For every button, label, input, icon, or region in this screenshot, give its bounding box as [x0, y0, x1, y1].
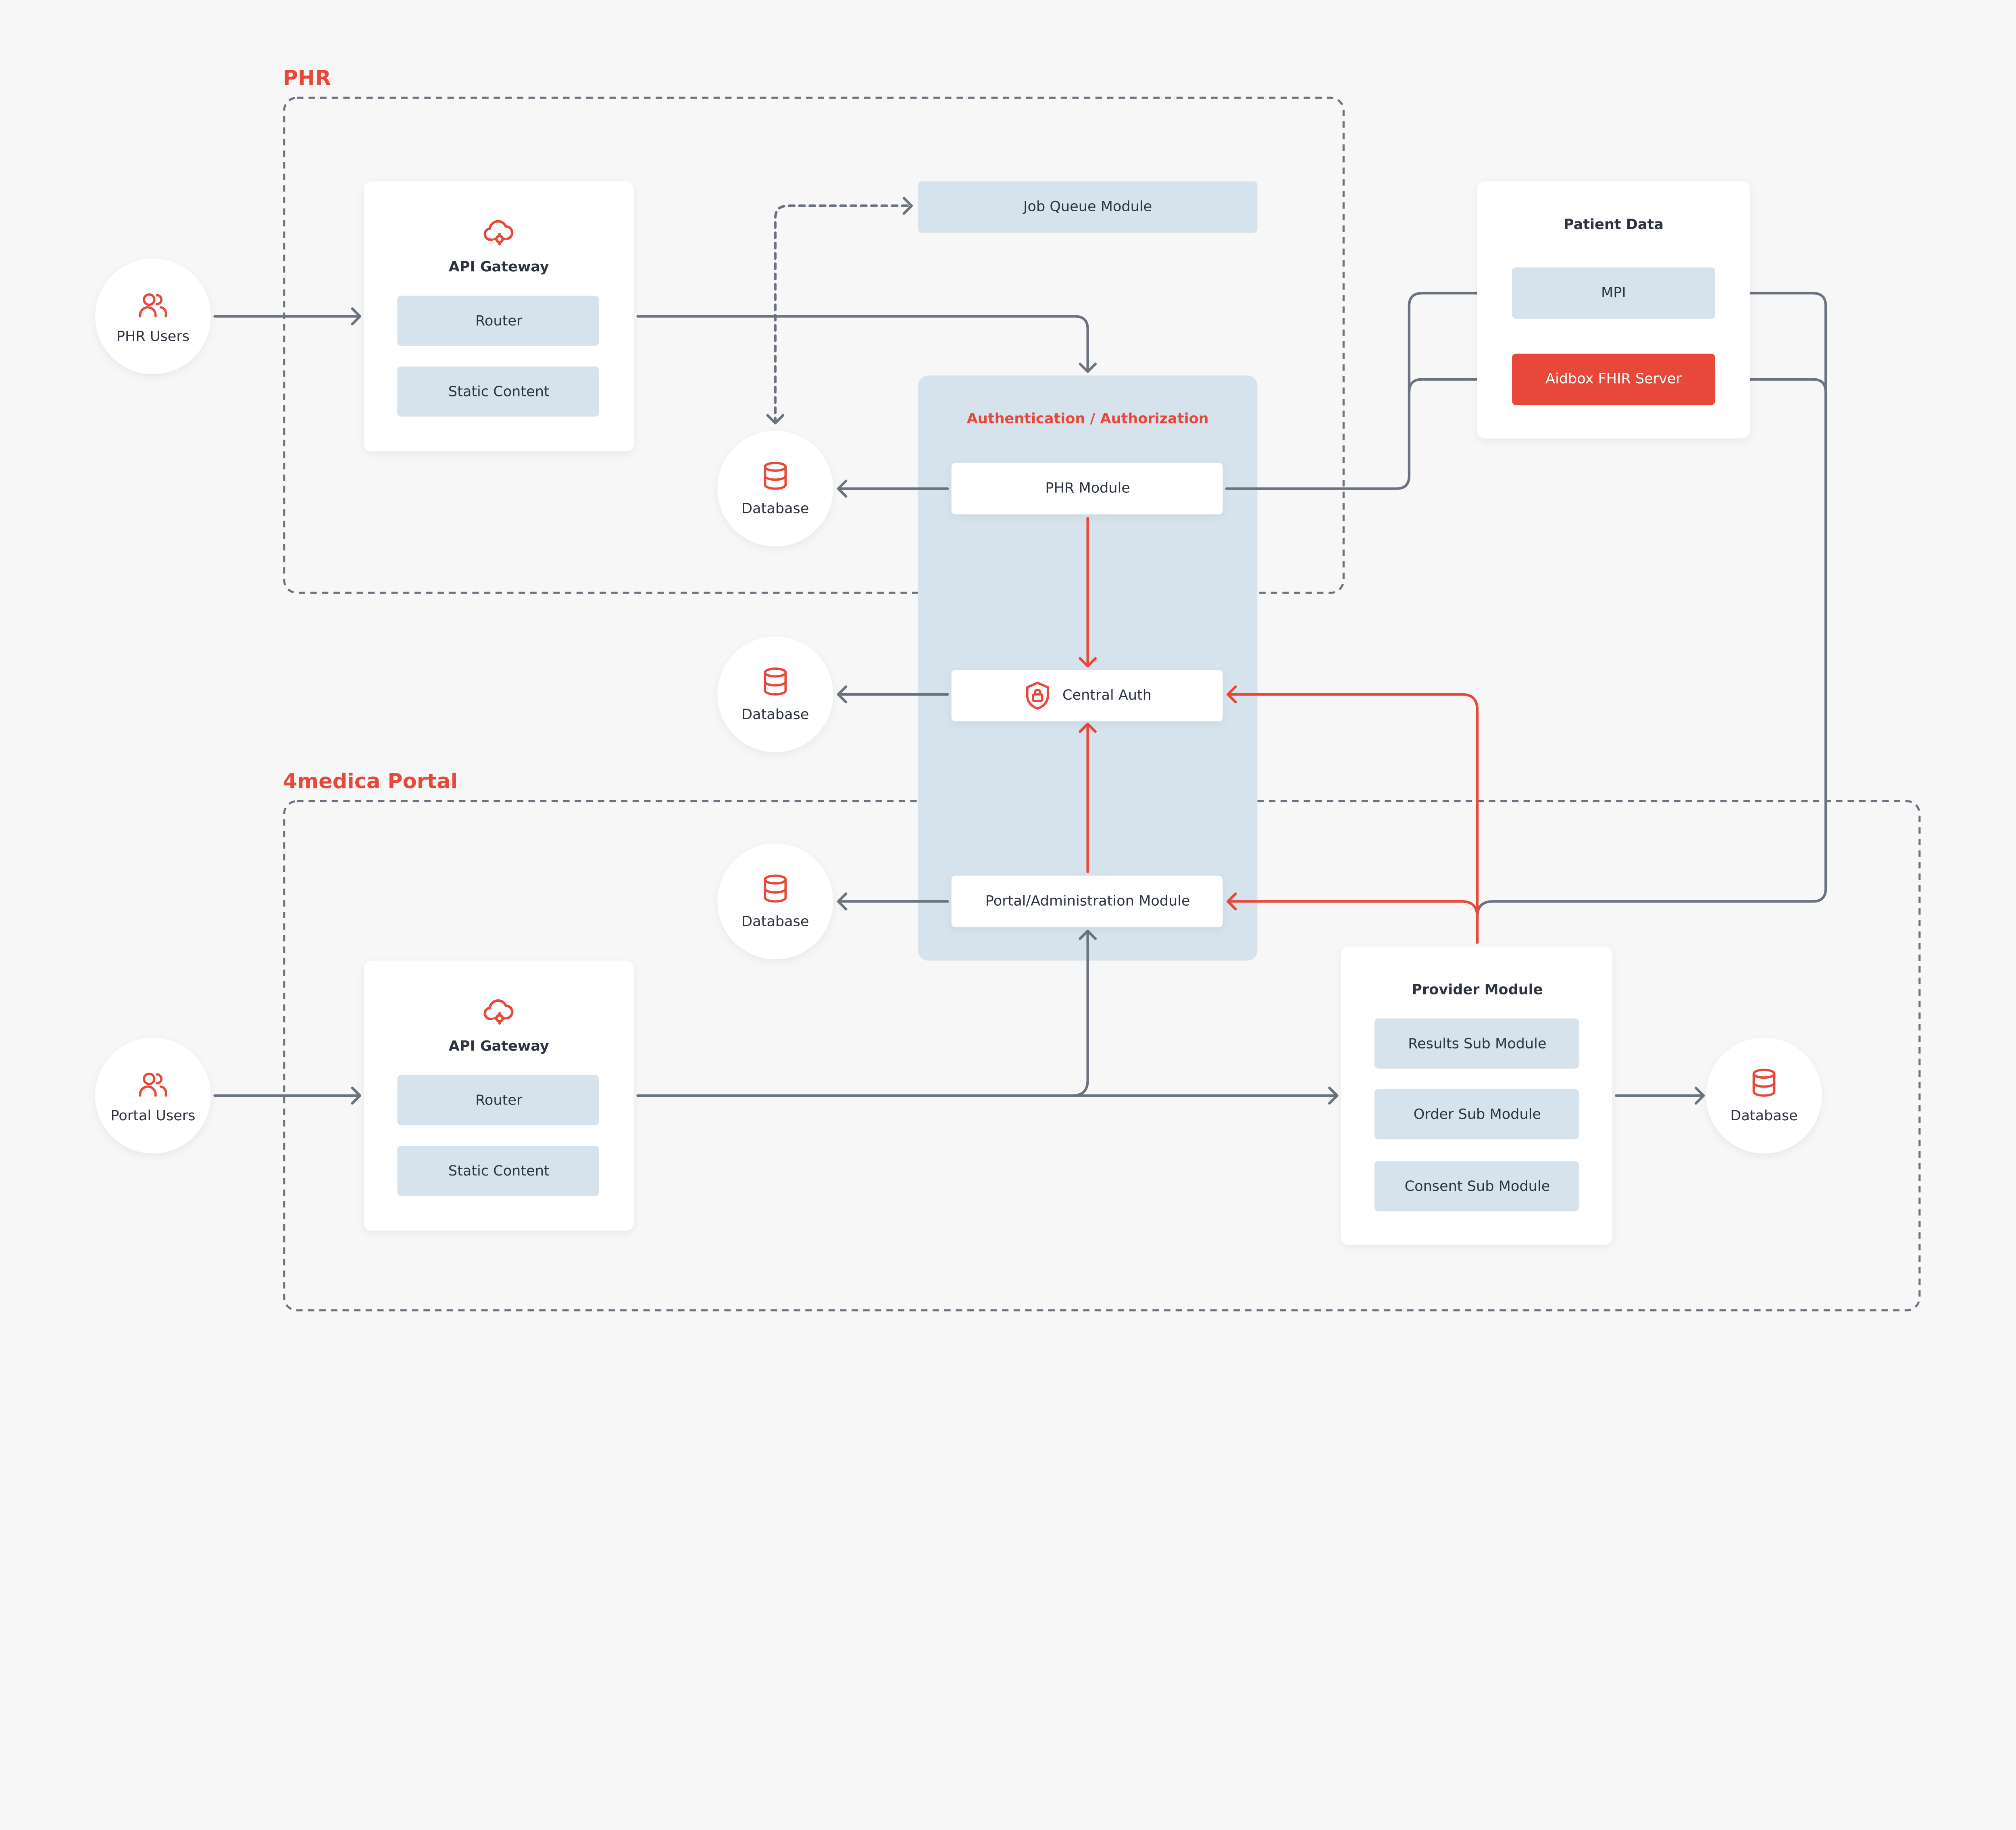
group-label-phr: PHR — [283, 66, 331, 90]
portal-admin-label: Portal/Administration Module — [985, 892, 1190, 909]
router-label: Router — [475, 313, 523, 329]
api-gateway-bottom: API Gateway Router Static Content — [364, 961, 634, 1231]
phr-module-label: PHR Module — [1045, 480, 1130, 496]
central-auth-label: Central Auth — [1062, 687, 1152, 703]
database-label: Database — [741, 706, 809, 723]
group-label-portal: 4medica Portal — [283, 770, 458, 794]
phr-module — [951, 463, 1223, 515]
phr-users-label: PHR Users — [117, 328, 190, 344]
aidbox-label: Aidbox FHIR Server — [1545, 371, 1682, 387]
job-queue-module — [918, 181, 1258, 233]
api-gateway-title: API Gateway — [449, 258, 549, 275]
patient-data-card: Patient Data MPI Aidbox FHIR Server — [1477, 181, 1750, 439]
database-node: Database — [1706, 1038, 1822, 1154]
patient-data-title: Patient Data — [1564, 216, 1664, 233]
results-sub-module-label: Results Sub Module — [1408, 1035, 1546, 1052]
job-queue-label: Job Queue Module — [1023, 198, 1152, 215]
static-content-label: Static Content — [448, 384, 550, 400]
portal-users-node: Portal Users — [95, 1038, 211, 1154]
api-gateway-top: API Gateway Router Static Content — [364, 181, 634, 452]
architecture-diagram: PHR 4medica Portal Authentication / Auth… — [95, 66, 1921, 1311]
database-node: Database — [717, 843, 833, 959]
mpi-label: MPI — [1601, 284, 1626, 301]
portal-users-label: Portal Users — [110, 1107, 195, 1124]
database-node: Database — [717, 431, 833, 547]
database-node: Database — [717, 636, 833, 752]
auth-panel — [918, 375, 1258, 961]
phr-users-node: PHR Users — [95, 258, 211, 374]
central-auth-module — [951, 670, 1223, 721]
auth-panel-title: Authentication / Authorization — [967, 411, 1209, 427]
database-label: Database — [741, 913, 809, 930]
static-content-label: Static Content — [448, 1163, 550, 1179]
router-label: Router — [475, 1092, 523, 1109]
api-gateway-title: API Gateway — [449, 1038, 549, 1055]
phr-group-boundary — [283, 96, 1345, 594]
order-sub-module-label: Order Sub Module — [1414, 1106, 1541, 1123]
database-label: Database — [741, 500, 809, 517]
provider-module-card: Provider Module Results Sub Module Order… — [1341, 946, 1612, 1245]
provider-module-title: Provider Module — [1412, 981, 1543, 998]
consent-sub-module-label: Consent Sub Module — [1405, 1178, 1550, 1194]
portal-admin-module — [951, 875, 1223, 928]
database-label: Database — [1730, 1107, 1797, 1124]
